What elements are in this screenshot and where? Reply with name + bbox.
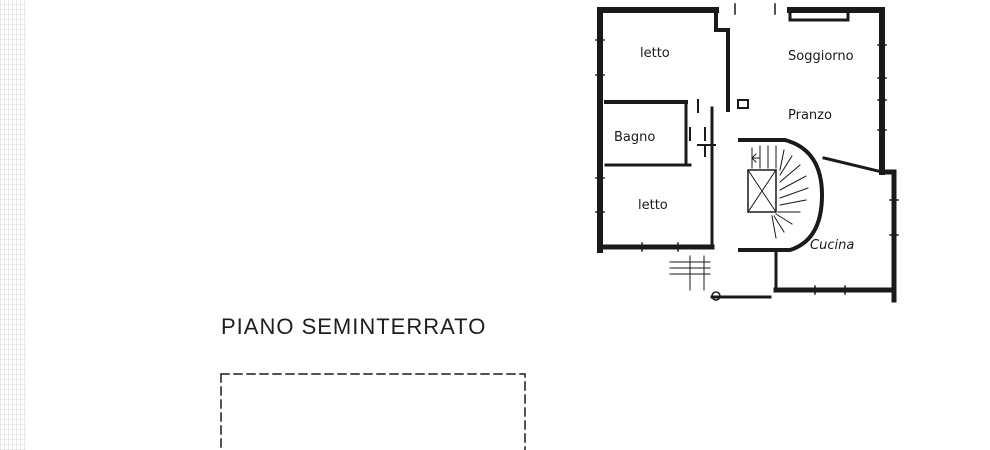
window-east-kitchen [889, 199, 899, 236]
window-west-2 [595, 177, 605, 213]
window-south-letto [641, 242, 679, 252]
window-south-kitchen [814, 285, 846, 295]
room-bagno: Bagno [614, 130, 656, 145]
entry-post [711, 291, 721, 301]
stair-arrow [751, 153, 761, 163]
stair-treads [751, 145, 809, 239]
room-letto-top: letto [640, 46, 670, 61]
stair-core-cross [747, 169, 777, 213]
door-stubs [689, 99, 706, 141]
wall-hall-kitchen [822, 156, 884, 174]
wall-stair-east [788, 8, 850, 22]
window-north-1 [734, 3, 776, 15]
wall-letto-top-east [714, 8, 730, 112]
room-cucina: Cucina [810, 238, 855, 253]
basement-outline [220, 373, 526, 450]
room-pranzo: Pranzo [788, 108, 832, 123]
door-letto-bottom [697, 144, 716, 157]
entry-steps [669, 255, 711, 291]
window-west-1 [595, 39, 605, 76]
scan-edge-noise [0, 0, 26, 450]
outer-wall-east-kitchen [879, 169, 897, 303]
floor-title: PIANO SEMINTERRATO [221, 314, 487, 339]
stair-core [747, 169, 777, 213]
window-east-1 [877, 44, 887, 79]
chimney [737, 99, 749, 109]
stair-outline [738, 138, 825, 252]
window-east-2 [877, 99, 887, 131]
room-letto-bottom: letto [638, 198, 668, 213]
room-soggiorno: Soggiorno [788, 49, 854, 64]
